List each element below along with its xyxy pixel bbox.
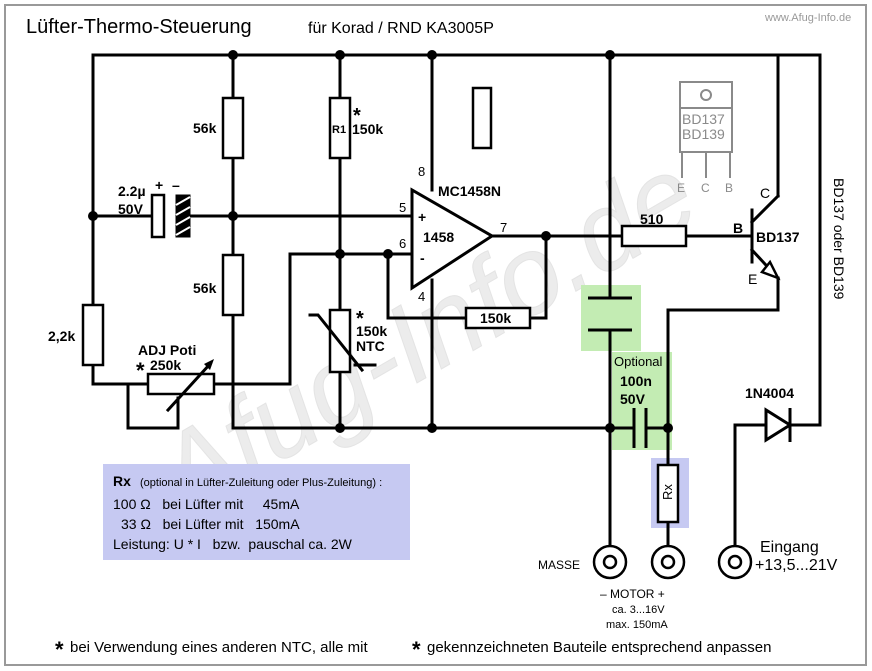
pkg-b: B xyxy=(725,181,733,195)
resistor-feedback xyxy=(464,306,532,330)
label-transistor: BD137 xyxy=(756,229,800,245)
label-pin4: 4 xyxy=(418,289,425,304)
label-510: 510 xyxy=(640,211,664,227)
label-56k-top: 56k xyxy=(193,120,217,136)
label-r1-star: * xyxy=(353,105,361,127)
resistor-510 xyxy=(620,224,688,248)
terminal-eingang xyxy=(717,544,753,580)
pkg-line1: BD137 xyxy=(682,111,725,127)
diode-1n4004 xyxy=(764,407,793,443)
pkg-line2: BD139 xyxy=(682,126,725,142)
pkg-c: C xyxy=(701,181,710,195)
poti-arrow xyxy=(165,361,213,413)
label-eingang: Eingang xyxy=(760,539,819,556)
label-poti-value: 250k xyxy=(150,357,181,373)
label-pin7: 7 xyxy=(500,220,507,235)
label-motor: – MOTOR + xyxy=(600,587,665,601)
label-ntc: NTC xyxy=(356,338,385,354)
footer-text-2: gekennzeichneten Bauteile entsprechend a… xyxy=(427,639,771,656)
label-eingang-voltage: +13,5...21V xyxy=(755,557,838,574)
pkg-e: E xyxy=(677,181,685,195)
label-pin6: 6 xyxy=(399,236,406,251)
junction-dots xyxy=(88,50,673,433)
label-2k2: 2,2k xyxy=(48,328,75,344)
unused-chip-outline xyxy=(471,86,493,150)
footer-text-1: bei Verwendung eines anderen NTC, alle m… xyxy=(70,639,369,656)
rx-box-row3: Leistung: U * I bzw. pauschal ca. 2W xyxy=(113,536,353,552)
transistor-package xyxy=(679,81,733,178)
terminal-motor-plus xyxy=(650,544,686,580)
footer-star-1: * xyxy=(55,637,64,662)
rx-box-note: (optional in Lüfter-Zuleitung oder Plus-… xyxy=(140,477,382,489)
label-ntc-star: * xyxy=(356,308,364,330)
title: Lüfter-Thermo-Steuerung xyxy=(26,16,252,38)
label-cap-voltage: 50V xyxy=(118,201,144,217)
label-opamp: MC1458N xyxy=(438,183,501,199)
label-opamp-inner: 1458 xyxy=(423,229,454,245)
rx-box-row2: 33 Ω bei Lüfter mit 150mA xyxy=(121,516,300,532)
rx-box-title: Rx xyxy=(113,473,131,489)
rx-box-row1: 100 Ω bei Lüfter mit 45mA xyxy=(113,496,300,512)
resistor-r1 xyxy=(328,96,352,160)
label-ntc-value: 150k xyxy=(356,323,387,339)
watermark-url: www.Afug-Info.de xyxy=(764,12,851,24)
footer-star-2: * xyxy=(412,637,421,662)
resistor-56k-bottom xyxy=(221,253,245,317)
transistor-emitter-arrow xyxy=(759,259,781,281)
wires xyxy=(91,53,822,547)
label-motor-spec1: ca. 3...16V xyxy=(612,604,665,616)
label-100n-voltage: 50V xyxy=(620,391,646,407)
label-pin5: 5 xyxy=(399,200,406,215)
label-r1: R1 xyxy=(332,124,346,136)
potentiometer xyxy=(146,372,216,396)
opamp-triangle xyxy=(410,187,495,291)
label-100n: 100n xyxy=(620,373,652,389)
label-poti-star: * xyxy=(136,358,145,383)
rx-info-box xyxy=(103,464,410,560)
subtitle: für Korad / RND KA3005P xyxy=(308,20,494,37)
label-diode: 1N4004 xyxy=(745,385,794,401)
ntc-slash xyxy=(308,313,365,373)
label-cap-minus: – xyxy=(172,177,180,193)
terminal-masse xyxy=(592,544,628,580)
elko-positive-plate xyxy=(150,193,166,239)
label-opamp-minus: - xyxy=(420,250,425,266)
label-cap-plus: + xyxy=(155,177,163,193)
label-pin-b: B xyxy=(733,220,743,236)
resistor-2k2 xyxy=(81,303,105,367)
label-feedback: 150k xyxy=(480,310,511,326)
label-cap-value: 2.2µ xyxy=(118,183,146,199)
resistor-56k-top xyxy=(221,96,245,160)
label-masse: MASSE xyxy=(538,558,580,572)
label-56k-bottom: 56k xyxy=(193,280,217,296)
label-optional: Optional xyxy=(614,354,663,369)
elko-negative-plate xyxy=(175,194,191,238)
side-text: BD137 oder BD139 xyxy=(831,178,847,300)
label-r1-value: 150k xyxy=(352,121,383,137)
label-pin-e: E xyxy=(748,271,757,287)
resistor-rx xyxy=(656,463,680,524)
label-motor-spec2: max. 150mA xyxy=(606,619,668,631)
cap-highlight-green-2 xyxy=(612,352,672,450)
label-pin8: 8 xyxy=(418,164,425,179)
label-opamp-plus: + xyxy=(418,209,426,225)
label-poti: ADJ Poti xyxy=(138,342,196,358)
label-pin-c: C xyxy=(760,185,770,201)
label-rx-component: Rx xyxy=(660,484,675,500)
